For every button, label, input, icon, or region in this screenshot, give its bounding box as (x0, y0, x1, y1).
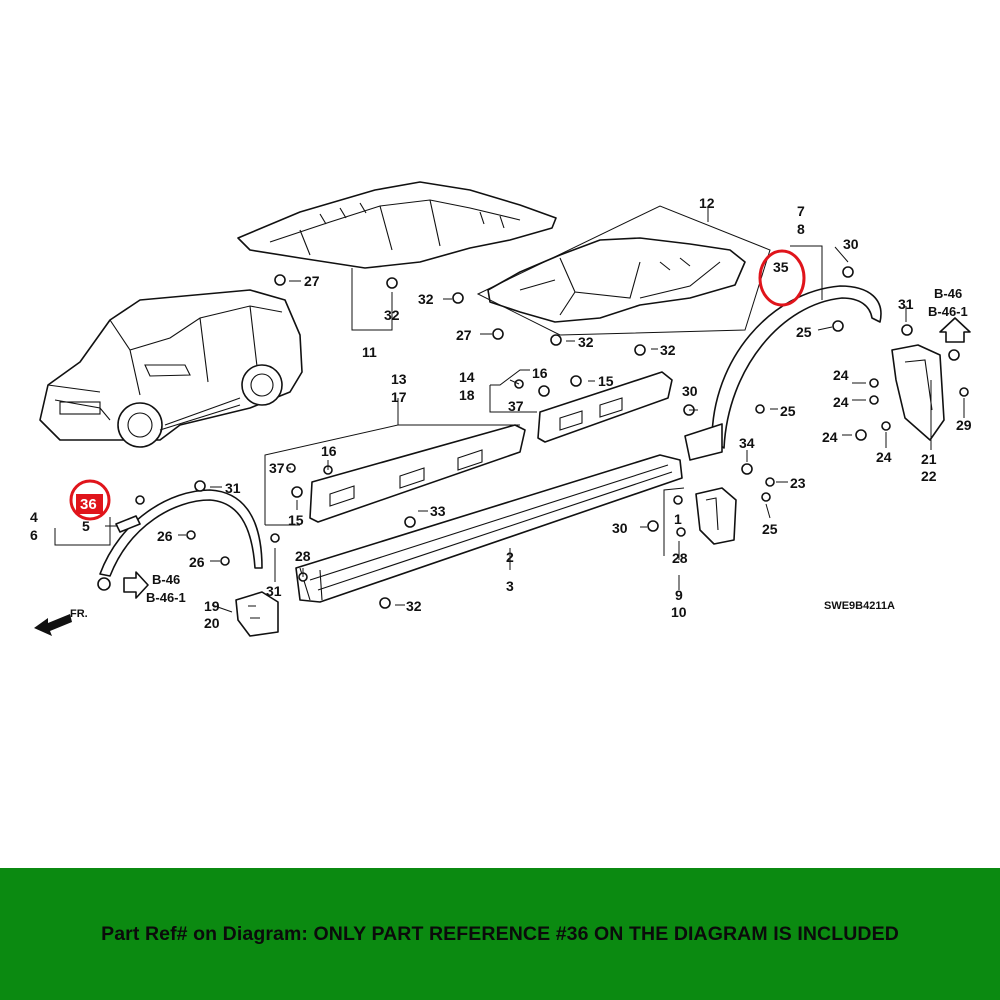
callout-15: 15 (288, 512, 304, 528)
group-box-12 (476, 205, 771, 336)
callout-2: 2 (506, 549, 514, 565)
reference-b461-rear: B-46-1 (928, 304, 968, 319)
callout-24: 24 (833, 394, 849, 410)
callout-14: 14 (459, 369, 475, 385)
front-floor-undercover (237, 181, 557, 269)
callout-19: 19 (204, 598, 220, 614)
callout-15: 15 (598, 373, 614, 389)
callout-36-badge (76, 494, 103, 514)
callout-30: 30 (612, 520, 628, 536)
front-mudguard (235, 591, 279, 637)
callout-21: 21 (921, 451, 937, 467)
callout-16: 16 (321, 443, 337, 459)
footer-banner: Part Ref# on Diagram: ONLY PART REFERENC… (0, 868, 1000, 1000)
footer-text: Part Ref# on Diagram: ONLY PART REFERENC… (101, 922, 899, 945)
callout-22: 22 (921, 468, 937, 484)
rear-wheel-arch-protector (684, 285, 882, 461)
callout-20: 20 (204, 615, 220, 631)
callout-36: 36 (80, 496, 97, 513)
callout-6: 6 (30, 527, 38, 543)
callout-37: 37 (269, 460, 285, 476)
callout-35: 35 (773, 259, 789, 275)
callout-25: 25 (762, 521, 778, 537)
callout-28: 28 (672, 550, 688, 566)
callout-23: 23 (790, 475, 806, 491)
callout-24: 24 (876, 449, 892, 465)
callout-26: 26 (189, 554, 205, 570)
callout-32: 32 (384, 307, 400, 323)
rear-floor-undercover (487, 237, 746, 323)
callout-3: 3 (506, 578, 514, 594)
reference-arrow-rear (939, 317, 971, 343)
callout-32: 32 (578, 334, 594, 350)
rear-mudguard (891, 344, 945, 441)
group-box-9 (663, 487, 685, 556)
callout-30: 30 (682, 383, 698, 399)
parts-diagram: FR. 27 32 11 32 27 32 32 12 7 8 35 30 31… (30, 181, 972, 637)
callout-13: 13 (391, 371, 407, 387)
callout-24: 24 (822, 429, 838, 445)
callout-9: 9 (675, 587, 683, 603)
reference-b46-rear: B-46 (934, 286, 962, 301)
reference-b46-front: B-46 (152, 572, 180, 587)
highlight-circle-35 (758, 249, 806, 307)
callout-32: 32 (406, 598, 422, 614)
callout-7: 7 (797, 203, 805, 219)
callout-29: 29 (956, 417, 972, 433)
callout-27: 27 (456, 327, 472, 343)
fastener-clips (97, 266, 969, 609)
callout-26: 26 (157, 528, 173, 544)
front-direction-arrow: FR. (34, 608, 88, 636)
callout-17: 17 (391, 389, 407, 405)
callout-25: 25 (780, 403, 796, 419)
callout-32: 32 (660, 342, 676, 358)
vehicle-overview (39, 289, 303, 448)
callout-30: 30 (843, 236, 859, 252)
highlight-circle-36 (69, 479, 111, 521)
callout-32: 32 (418, 291, 434, 307)
diagram-code: SWE9B4211A (824, 600, 895, 612)
callout-1: 1 (674, 511, 682, 527)
fr-label: FR. (70, 608, 88, 620)
callout-16: 16 (532, 365, 548, 381)
leader-lines (54, 206, 965, 613)
callout-11: 11 (362, 344, 377, 360)
callout-31: 31 (266, 583, 282, 599)
side-sill-garnish-rear (537, 371, 673, 443)
sill-bracket (695, 487, 737, 545)
reference-arrow-front (123, 571, 149, 599)
callout-33: 33 (430, 503, 446, 519)
callout-labels: 27 32 11 32 27 32 32 12 7 8 35 30 31 25 … (30, 195, 972, 631)
callout-31: 31 (898, 296, 914, 312)
callout-34: 34 (739, 435, 755, 451)
callout-37: 37 (508, 398, 524, 414)
callout-31: 31 (225, 480, 241, 496)
front-wheel-arch-protector (99, 489, 263, 577)
callout-12: 12 (699, 195, 715, 211)
callout-24: 24 (833, 367, 849, 383)
callout-5: 5 (82, 518, 90, 534)
callout-8: 8 (797, 221, 805, 237)
callout-10: 10 (671, 604, 687, 620)
callout-28: 28 (295, 548, 311, 564)
callout-25: 25 (796, 324, 812, 340)
side-sill (295, 454, 683, 603)
callout-27: 27 (304, 273, 320, 289)
callout-18: 18 (459, 387, 475, 403)
reference-b461-front: B-46-1 (146, 590, 186, 605)
callout-4: 4 (30, 509, 38, 525)
